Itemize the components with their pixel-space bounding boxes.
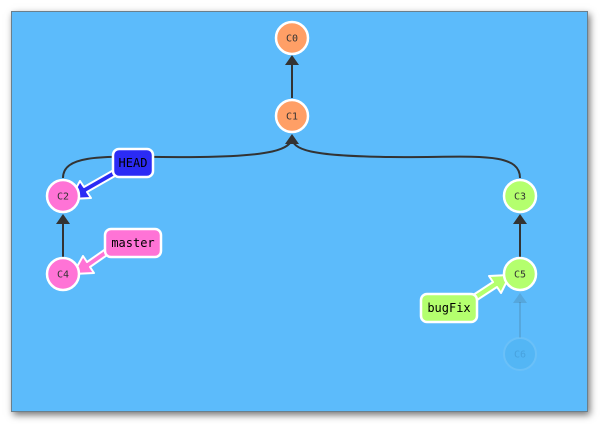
head-ref[interactable]: HEAD	[111, 147, 155, 179]
commit-c3[interactable]: C3	[502, 178, 538, 214]
commits: C0 C1 C2 C4 C3 C5 C6	[45, 20, 538, 371]
arrowhead-c2	[56, 214, 70, 224]
commit-c5[interactable]: C5	[502, 256, 538, 292]
commit-c1-label: C1	[286, 112, 298, 123]
commit-c3-label: C3	[514, 192, 526, 203]
commit-c5-label: C5	[514, 270, 526, 281]
commit-c4[interactable]: C4	[45, 256, 81, 292]
commit-c4-label: C4	[57, 270, 69, 281]
head-ref-label: HEAD	[119, 156, 148, 170]
edge-c2-c1	[62, 136, 293, 179]
arrowhead-c3	[513, 214, 527, 224]
refs: HEAD master bugFix	[103, 147, 479, 324]
bugfix-ref[interactable]: bugFix	[419, 292, 479, 324]
arrowhead-c0	[285, 55, 299, 65]
ref-arrows	[69, 166, 511, 303]
master-ref-label: master	[111, 236, 154, 250]
commit-c1[interactable]: C1	[274, 98, 310, 134]
commit-c2-label: C2	[57, 192, 69, 203]
commit-c2[interactable]: C2	[45, 178, 81, 214]
git-graph-canvas	[11, 11, 588, 412]
edge-c3-c1	[291, 136, 521, 179]
edges	[56, 55, 527, 338]
arrowhead-c1	[285, 134, 299, 144]
arrowhead-c5-ghost	[513, 293, 527, 303]
commit-c6-ghost: C6	[503, 337, 537, 371]
commit-c0-label: C0	[286, 34, 298, 45]
bugfix-ref-label: bugFix	[427, 301, 470, 315]
commit-c6-label: C6	[514, 350, 526, 361]
commit-c0[interactable]: C0	[274, 20, 310, 56]
master-ref[interactable]: master	[103, 227, 163, 259]
